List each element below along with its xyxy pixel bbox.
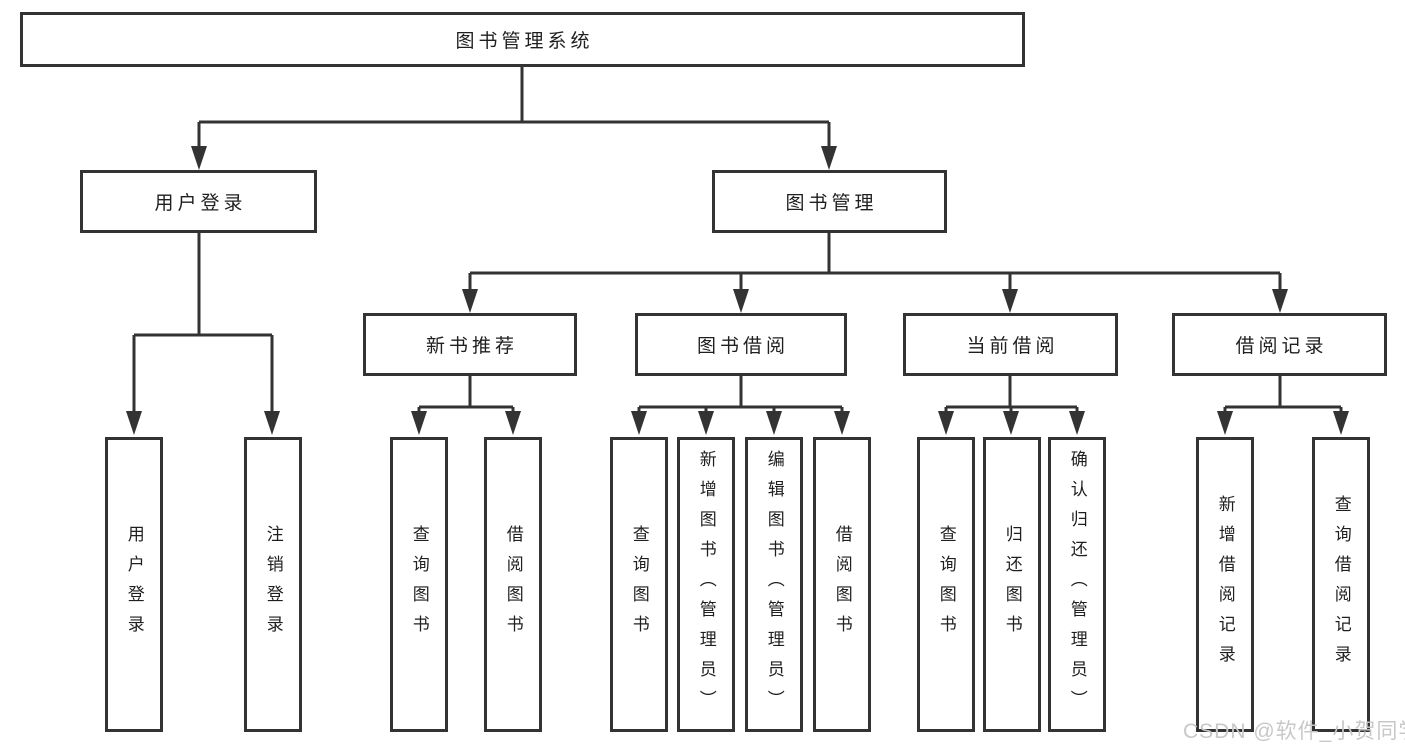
- node-borrowing-records: 借阅记录: [1172, 313, 1387, 376]
- node-label: 新书推荐: [425, 336, 518, 357]
- leaf-label: 借阅图书: [832, 524, 852, 645]
- leaf-label: 查询借阅记录: [1331, 494, 1351, 675]
- watermark-text: CSDN @软件_小贺同学: [1183, 720, 1405, 743]
- leaf-confirm-return-admin: 确认归还（管理员）: [1048, 437, 1106, 732]
- node-new-book-recommend: 新书推荐: [363, 313, 577, 376]
- leaf-label: 借阅图书: [503, 524, 523, 645]
- node-label: 用户登录: [154, 193, 247, 214]
- leaf-add-books-admin: 新增图书（管理员）: [677, 437, 735, 732]
- node-label: 图书管理: [785, 193, 878, 214]
- leaf-label: 查询图书: [409, 524, 429, 645]
- node-label: 图书借阅: [696, 336, 789, 357]
- leaf-borrow-books-recommend: 借阅图书: [484, 437, 542, 732]
- node-user-login: 用户登录: [80, 170, 317, 233]
- leaf-query-books-recommend: 查询图书: [390, 437, 448, 732]
- leaf-label: 归还图书: [1002, 524, 1022, 645]
- leaf-label: 确认归还（管理员）: [1067, 449, 1087, 720]
- node-current-borrowing: 当前借阅: [903, 313, 1118, 376]
- node-book-borrowing: 图书借阅: [635, 313, 847, 376]
- leaf-borrow-books-borrowing: 借阅图书: [813, 437, 871, 732]
- leaf-return-books: 归还图书: [983, 437, 1041, 732]
- node-label: 借阅记录: [1235, 336, 1328, 357]
- node-book-management: 图书管理: [712, 170, 947, 233]
- leaf-label: 查询图书: [629, 524, 649, 645]
- leaf-label: 编辑图书（管理员）: [764, 449, 784, 720]
- leaf-label: 查询图书: [936, 524, 956, 645]
- node-label: 当前借阅: [966, 336, 1059, 357]
- leaf-query-books-borrowing: 查询图书: [610, 437, 668, 732]
- node-library-system: 图书管理系统: [20, 12, 1025, 67]
- leaf-query-borrow-record: 查询借阅记录: [1312, 437, 1370, 732]
- leaf-user-login: 用户登录: [105, 437, 163, 732]
- leaf-label: 注销登录: [263, 524, 283, 645]
- leaf-label: 新增图书（管理员）: [696, 449, 716, 720]
- leaf-logout: 注销登录: [244, 437, 302, 732]
- leaf-query-books-current: 查询图书: [917, 437, 975, 732]
- leaf-label: 新增借阅记录: [1215, 494, 1235, 675]
- leaf-label: 用户登录: [124, 524, 144, 645]
- leaf-edit-books-admin: 编辑图书（管理员）: [745, 437, 803, 732]
- node-label: 图书管理系统: [455, 31, 594, 52]
- leaf-add-borrow-record: 新增借阅记录: [1196, 437, 1254, 732]
